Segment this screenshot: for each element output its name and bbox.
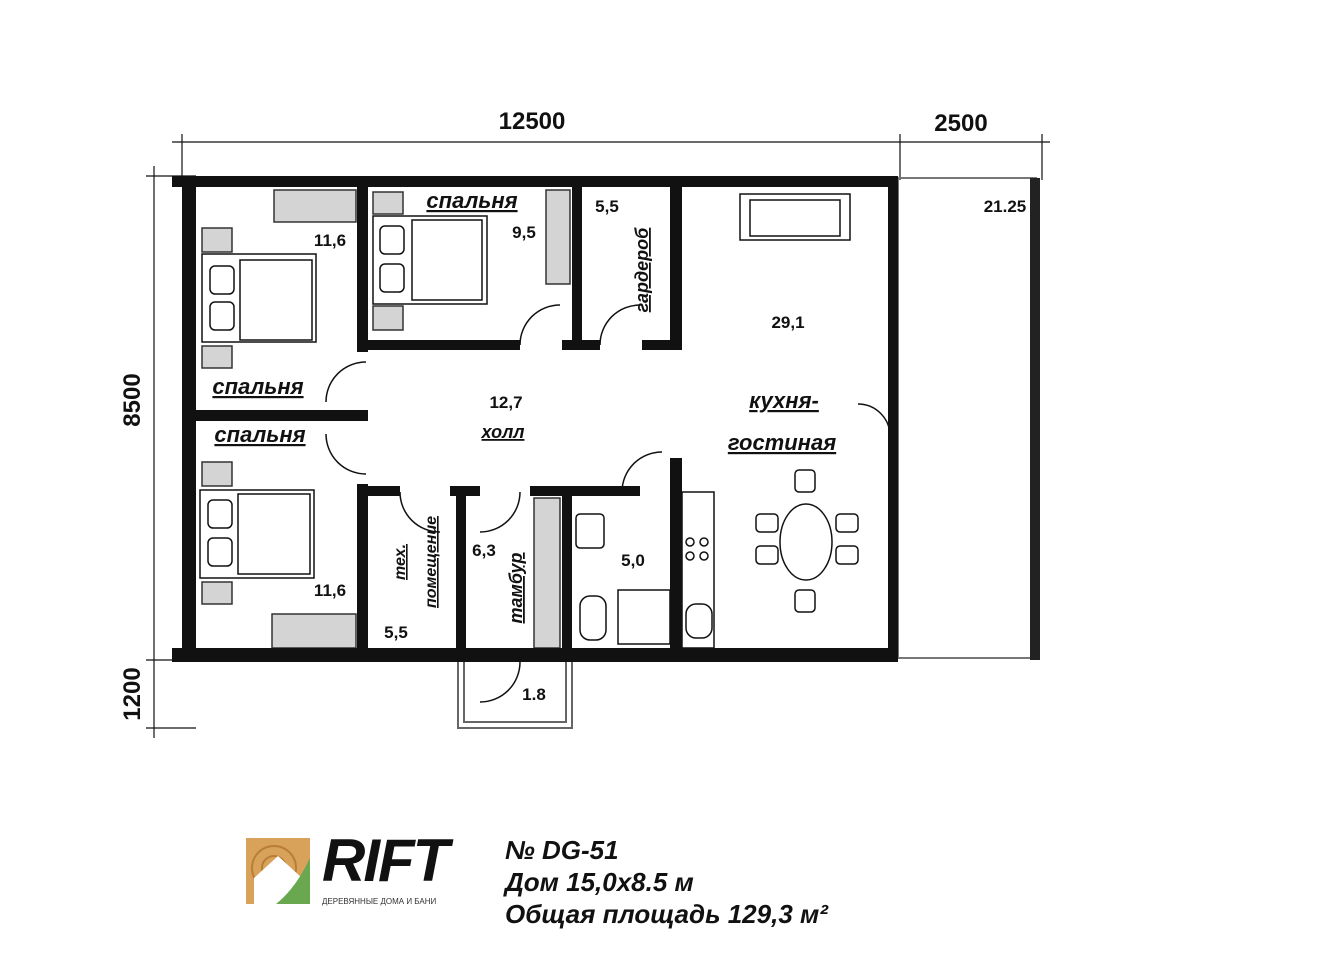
area-terrace: 21.25 xyxy=(984,197,1027,216)
logo-brand: RIFT xyxy=(322,827,449,894)
house-size: Дом 15,0x8.5 м xyxy=(505,867,694,897)
beds xyxy=(199,193,859,649)
dim-height-main: 8500 xyxy=(119,373,146,426)
label-bedroom-left: спальня xyxy=(212,374,303,399)
label-vestibule: тамбур xyxy=(506,552,526,623)
dim-width-terrace: 2500 xyxy=(934,110,987,137)
rift-logo: RIFT ДЕРЕВЯННЫЕ ДОМА И БАНИ xyxy=(246,831,476,908)
walls xyxy=(172,176,898,662)
area-vestibule: 6,3 xyxy=(472,541,496,560)
logo-tagline: ДЕРЕВЯННЫЕ ДОМА И БАНИ xyxy=(322,897,437,906)
area-hall: 12,7 xyxy=(489,393,522,412)
label-tech-2: помещение xyxy=(423,516,440,608)
area-bathroom: 5,0 xyxy=(621,551,645,570)
label-living-1: кухня- xyxy=(749,388,819,413)
furniture xyxy=(201,189,571,649)
area-porch: 1.8 xyxy=(522,685,546,704)
dim-height-porch: 1200 xyxy=(119,667,146,720)
project-info: № DG-51 Дом 15,0x8.5 м Общая площадь 129… xyxy=(505,834,828,930)
porch xyxy=(457,659,573,729)
logo-house-icon xyxy=(246,838,310,904)
label-living-2: гостиная xyxy=(728,430,836,455)
area-living: 29,1 xyxy=(771,313,804,332)
dim-width-main: 12500 xyxy=(499,108,566,135)
area-tech: 5,5 xyxy=(384,623,408,642)
dimension-lines xyxy=(146,134,1050,738)
project-number: № DG-51 xyxy=(505,835,619,865)
area-bedroom-top-left: 11,6 xyxy=(314,231,346,250)
area-bedroom-top-mid: 9,5 xyxy=(512,223,536,242)
label-bedroom-bottom: спальня xyxy=(214,422,305,447)
total-area: Общая площадь 129,3 м² xyxy=(505,899,828,929)
label-wardrobe: гардероб xyxy=(632,227,652,313)
doors xyxy=(325,304,891,703)
terrace xyxy=(897,177,1040,660)
label-hall: холл xyxy=(481,422,525,442)
area-wardrobe: 5,5 xyxy=(595,197,619,216)
area-bedroom-bottom-left: 11,6 xyxy=(314,581,346,600)
label-bedroom-top-mid: спальня xyxy=(426,188,517,213)
label-tech-1: тех. xyxy=(392,544,409,580)
